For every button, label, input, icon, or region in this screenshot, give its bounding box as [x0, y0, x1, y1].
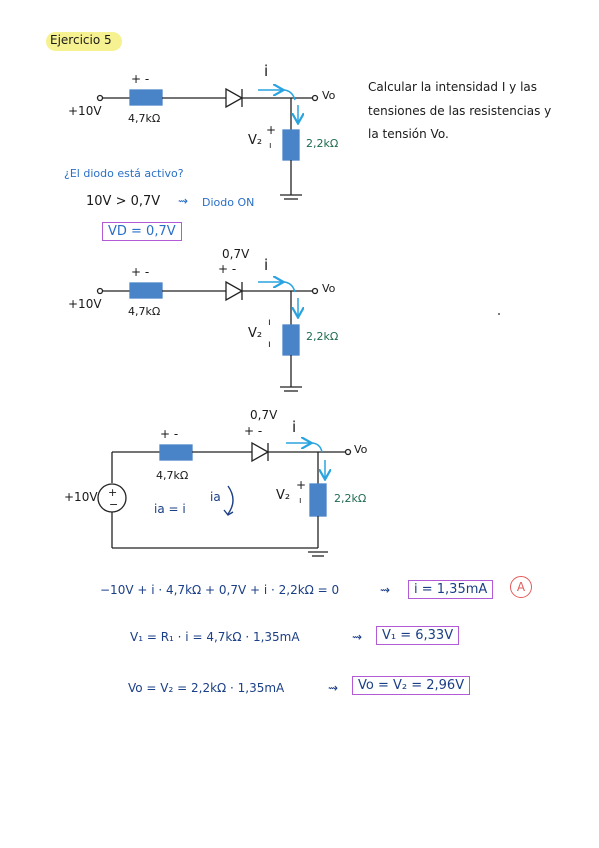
source-minus-c3: −: [109, 498, 119, 511]
diode-voltage-c2: 0,7V: [222, 247, 250, 261]
resistor-r1-c1: [129, 89, 163, 106]
v1-result-box: V₁ = 6,33V: [376, 626, 460, 645]
diode-voltage-c3: 0,7V: [250, 408, 278, 422]
exercise-title: Ejercicio 5: [50, 33, 112, 47]
condition-text: 10V > 0,7V: [86, 194, 161, 209]
diode-sign-c2: + -: [218, 262, 237, 276]
circuit-2: [96, 280, 319, 392]
vo-label-c3: Vo: [354, 443, 368, 456]
circuit-1: [96, 87, 319, 200]
r2-value-c2: 2,2kΩ: [306, 330, 339, 343]
title-highlight: [46, 32, 122, 51]
vo-result-box: Vo = V₂ = 2,96V: [352, 676, 471, 695]
r1-value-c1: 4,7kΩ: [128, 112, 161, 125]
source-plus-c3: +: [108, 486, 118, 499]
current-label-c2: i: [264, 256, 269, 274]
vo-label-c1: Vo: [322, 89, 336, 102]
v1-arrow: ⇝: [352, 630, 363, 644]
condition-arrow: ⇝: [178, 194, 189, 208]
r1-value-c2: 4,7kΩ: [128, 305, 161, 318]
v1-equation: V₁ = R₁ · i = 4,7kΩ · 1,35mA: [130, 630, 300, 644]
resistor-r1-c3: [159, 444, 193, 461]
circuit-3: [97, 441, 352, 557]
condition-result: Diodo ON: [202, 196, 255, 209]
diode-c1: [225, 87, 244, 109]
r1-sign-c1: + -: [131, 72, 150, 86]
resistor-r2-c3: [309, 483, 327, 517]
vo-equation: Vo = V₂ = 2,2kΩ · 1,35mA: [128, 681, 285, 695]
mesh-current-label: ia: [210, 490, 221, 504]
v2-label-c1: V₂: [248, 133, 263, 148]
statement-line-2: tensiones de las resistencias y: [368, 104, 552, 118]
current-label-c1: i: [264, 62, 269, 80]
v2-label-c2: V₂: [248, 326, 263, 341]
resistor-r1-c2: [129, 282, 163, 299]
resistor-r2-c1: [282, 129, 300, 161]
statement-line-1: Calcular la intensidad I y las: [368, 80, 538, 94]
current-label-c3: i: [292, 418, 297, 436]
statement-line-3: la tensión Vo.: [368, 127, 449, 141]
kvl-equation: −10V + i · 4,7kΩ + 0,7V + i · 2,2kΩ = 0: [100, 583, 340, 597]
v2-sign-c3: +ı: [296, 478, 307, 506]
vo-arrow: ⇝: [328, 681, 339, 695]
v2-label-c3: V₂: [276, 488, 291, 503]
question-text: ¿El diodo está activo?: [64, 167, 184, 180]
mesh-current-equality: ia = i: [154, 502, 186, 516]
r1-sign-c3: + -: [160, 427, 179, 441]
r1-value-c3: 4,7kΩ: [156, 469, 189, 482]
diode-c2: [225, 280, 244, 302]
mesh-current-arrow: [227, 485, 234, 515]
kvl-arrow: ⇝: [380, 583, 391, 597]
diode-sign-c3: + -: [244, 424, 263, 438]
source-label-c3: +10V: [64, 490, 98, 504]
result-tag-a: A: [510, 576, 532, 598]
r1-sign-c2: + -: [131, 265, 150, 279]
source-label-c1: +10V: [68, 104, 102, 118]
current-result-box: i = 1,35mA: [408, 580, 494, 599]
vd-result-box: VD = 0,7V: [102, 222, 182, 241]
r2-value-c1: 2,2kΩ: [306, 137, 339, 150]
source-label-c2: +10V: [68, 297, 102, 311]
v2-sign-c1: +ı: [266, 123, 277, 151]
vo-label-c2: Vo: [322, 282, 336, 295]
r2-value-c3: 2,2kΩ: [334, 492, 367, 505]
resistor-r2-c2: [282, 324, 300, 356]
diode-c3: [251, 441, 270, 463]
